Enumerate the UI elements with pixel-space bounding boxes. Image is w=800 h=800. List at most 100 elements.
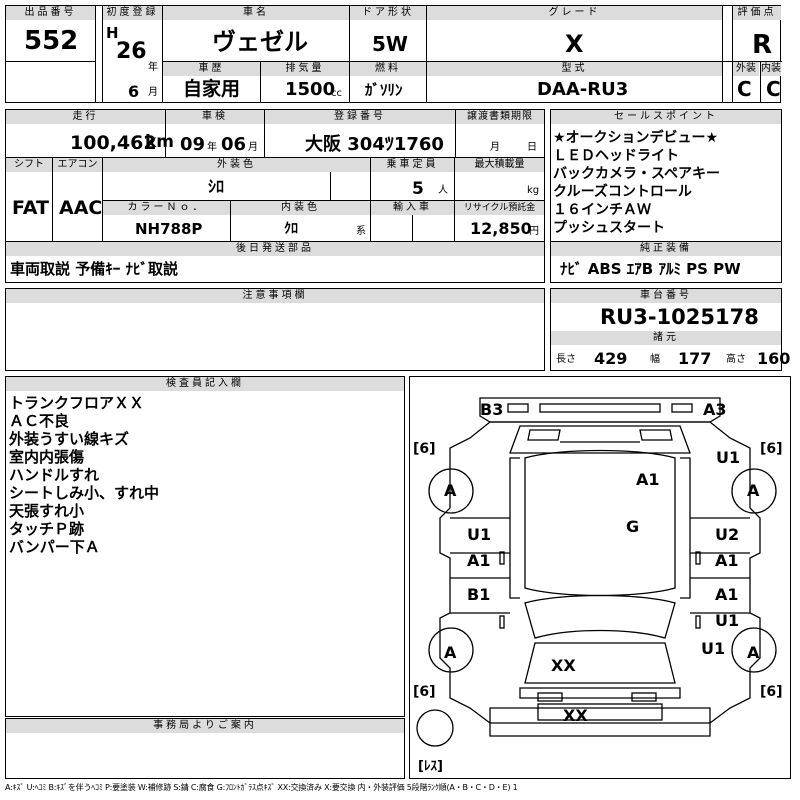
mark-door-rl-1: U1 xyxy=(467,525,492,544)
displacement-label: 排気量 xyxy=(261,62,349,76)
inspector-notes: トランクフロアＸＸ ＡＣ不良 外装うすい線キズ 室内内張傷 ハンドルすれ シート… xyxy=(9,394,159,556)
load-unit: kg xyxy=(527,185,540,196)
list-item: バンパー下Ａ xyxy=(9,538,100,556)
int-color: ｸﾛ xyxy=(284,221,298,237)
spare-tire-label: [ﾚｽ] xyxy=(418,759,443,774)
list-item: １６インチＡＷ xyxy=(553,202,651,218)
office-block xyxy=(5,718,405,779)
width-label: 幅 xyxy=(650,354,660,365)
recycle: 12,850 xyxy=(470,219,532,238)
length-label: 長さ xyxy=(556,354,576,365)
capacity-label: 乗車定員 xyxy=(371,158,454,172)
mark-fender-right: U1 xyxy=(701,639,726,658)
list-item: シートしみ小、すれ中 xyxy=(9,484,160,502)
mark-quarter-right: U1 xyxy=(716,448,741,467)
model-label: 型式 xyxy=(427,62,722,76)
office-label: 事務局よりご案内 xyxy=(6,719,404,733)
inspector-label: 検査員記入欄 xyxy=(6,377,404,391)
list-item: ★オークションデビュー★ xyxy=(553,130,719,146)
reg-year: 26 xyxy=(116,39,147,64)
ext-color: ｼﾛ xyxy=(208,177,225,196)
score: R xyxy=(752,30,773,60)
insp-year-unit: 年 xyxy=(207,142,217,153)
int-label: 内装 xyxy=(761,62,781,76)
doors-label: ドア形状 xyxy=(350,6,426,20)
deadline-label: 譲渡書類期限 xyxy=(456,110,544,124)
history: 自家用 xyxy=(183,78,241,100)
car-name-label: 車名 xyxy=(163,6,349,20)
int-grade: C xyxy=(766,77,781,101)
fuel: ｶﾞｿﾘﾝ xyxy=(365,81,403,99)
insp-month: 06 xyxy=(221,134,247,155)
mark-rear-right: A3 xyxy=(703,400,727,419)
equipment: ﾅﾋﾞ ABS ｴｱB ｱﾙﾐ PS PW xyxy=(560,260,741,278)
notes-label: 注意事項欄 xyxy=(6,289,544,303)
mark-door-rr-1: U2 xyxy=(715,525,740,544)
car-diagram xyxy=(416,397,777,747)
ac: AAC xyxy=(59,197,103,219)
plate-label: 登録番号 xyxy=(265,110,455,124)
chassis-label: 車台番号 xyxy=(551,289,781,303)
int-color-label: 内装色 xyxy=(231,201,370,215)
shift-label: シフト xyxy=(6,158,52,172)
mark-door-fr-1: A1 xyxy=(715,585,739,604)
reg-month: 6 xyxy=(128,82,140,101)
insp-month-unit: 月 xyxy=(248,142,258,153)
mark-windshield: XX xyxy=(551,656,576,675)
list-item: 天張すれ小 xyxy=(9,502,85,520)
history-label: 車歴 xyxy=(163,62,260,76)
sales-points-label: セールスポイント xyxy=(551,110,781,124)
color-no: NH788P xyxy=(135,220,203,238)
tire-bl-bracket: [6] xyxy=(413,684,436,700)
ac-label: エアコン xyxy=(53,158,102,172)
fuel-label: 燃料 xyxy=(350,62,426,76)
mark-door-rl-2: A1 xyxy=(467,551,491,570)
wheel-tr: A xyxy=(747,481,760,500)
height: 160 xyxy=(757,349,791,368)
sales-points-list: ★オークションデビュー★ ＬＥＤヘッドライト バックカメラ・スペアキー クルーズ… xyxy=(553,129,720,237)
list-item: 室内内張傷 xyxy=(9,448,85,466)
list-item: プッシュスタート xyxy=(553,220,665,236)
mileage-label: 走行 xyxy=(6,110,165,124)
legend: A:ｷｽﾞ U:ﾍｺﾐ B:ｷｽﾞを伴うﾍｺﾐ P:要塗装 W:補修跡 S:錆 … xyxy=(5,783,518,792)
specs-label: 諸元 xyxy=(551,331,781,345)
plate: 大阪 304ﾂ1760 xyxy=(305,134,444,155)
recycle-label: リサイクル預託金 xyxy=(455,201,544,215)
mileage-unit: km xyxy=(145,132,175,152)
mileage: 100,462 xyxy=(70,132,157,154)
list-item: バックカメラ・スペアキー xyxy=(553,166,721,182)
deadline-day-unit: 日 xyxy=(527,142,537,153)
list-item: トランクフロアＸＸ xyxy=(9,394,145,412)
month-unit: 月 xyxy=(148,87,158,98)
insp-year: 09 xyxy=(180,134,206,155)
wheel-tl: A xyxy=(444,481,457,500)
equipment-label: 純正装備 xyxy=(551,242,781,256)
int-color-unit: 系 xyxy=(356,226,366,237)
length: 429 xyxy=(594,349,628,368)
grade-label: グレード xyxy=(427,6,722,20)
deadline-month-unit: 月 xyxy=(490,142,500,153)
list-item: ＡＣ不良 xyxy=(9,412,70,430)
list-item: タッチＰ跡 xyxy=(9,520,85,538)
doors: 5W xyxy=(372,32,408,56)
import-label: 輸入車 xyxy=(371,201,454,215)
mark-rear-left: B3 xyxy=(480,400,504,419)
header-block xyxy=(5,5,781,103)
color-no-label: カラーＮｏ． xyxy=(103,201,230,215)
first-reg-label: 初度登録 xyxy=(103,6,162,20)
ext-grade: C xyxy=(737,77,752,101)
damage-diagram-frame xyxy=(409,376,791,779)
ext-label: 外装 xyxy=(733,62,759,76)
car-name: ヴェゼル xyxy=(212,28,308,56)
detail-block xyxy=(5,109,545,283)
shift: FAT xyxy=(12,197,49,219)
recycle-unit: 円 xyxy=(529,226,539,237)
lot-number: 552 xyxy=(24,26,79,56)
load-label: 最大積載量 xyxy=(455,158,544,172)
list-item: ハンドルすれ xyxy=(9,466,100,484)
list-item: クルーズコントロール xyxy=(553,184,692,200)
mark-door-rr-2: A1 xyxy=(715,551,739,570)
width: 177 xyxy=(678,349,712,368)
wheel-br: A xyxy=(747,643,760,662)
era: H xyxy=(106,24,119,42)
